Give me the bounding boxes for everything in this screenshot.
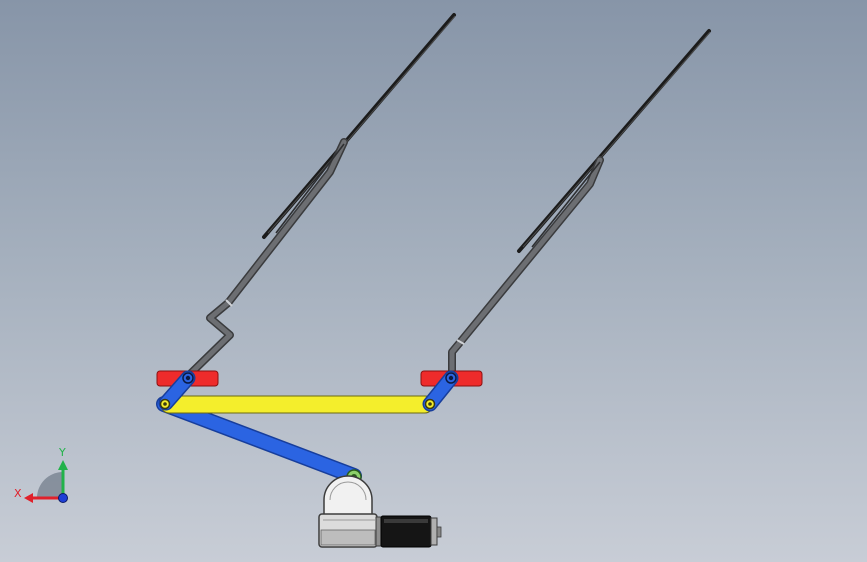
connecting-rod[interactable] (160, 395, 434, 414)
right-wiper-arm[interactable] (448, 156, 604, 382)
pivot-pins (159, 372, 457, 410)
x-axis-label: X (14, 487, 22, 500)
drive-crank-link[interactable] (156, 396, 362, 484)
right-wiper-blade[interactable] (517, 29, 711, 253)
left-wiper-arm[interactable] (184, 138, 348, 380)
triad-plane-quadrant (37, 472, 63, 498)
wiper-motor[interactable] (318, 475, 442, 548)
view-orientation-triad[interactable]: Y X (14, 446, 68, 503)
left-wiper-blade[interactable] (262, 13, 456, 239)
z-axis-dot (58, 493, 68, 503)
y-axis-label: Y (58, 446, 66, 459)
